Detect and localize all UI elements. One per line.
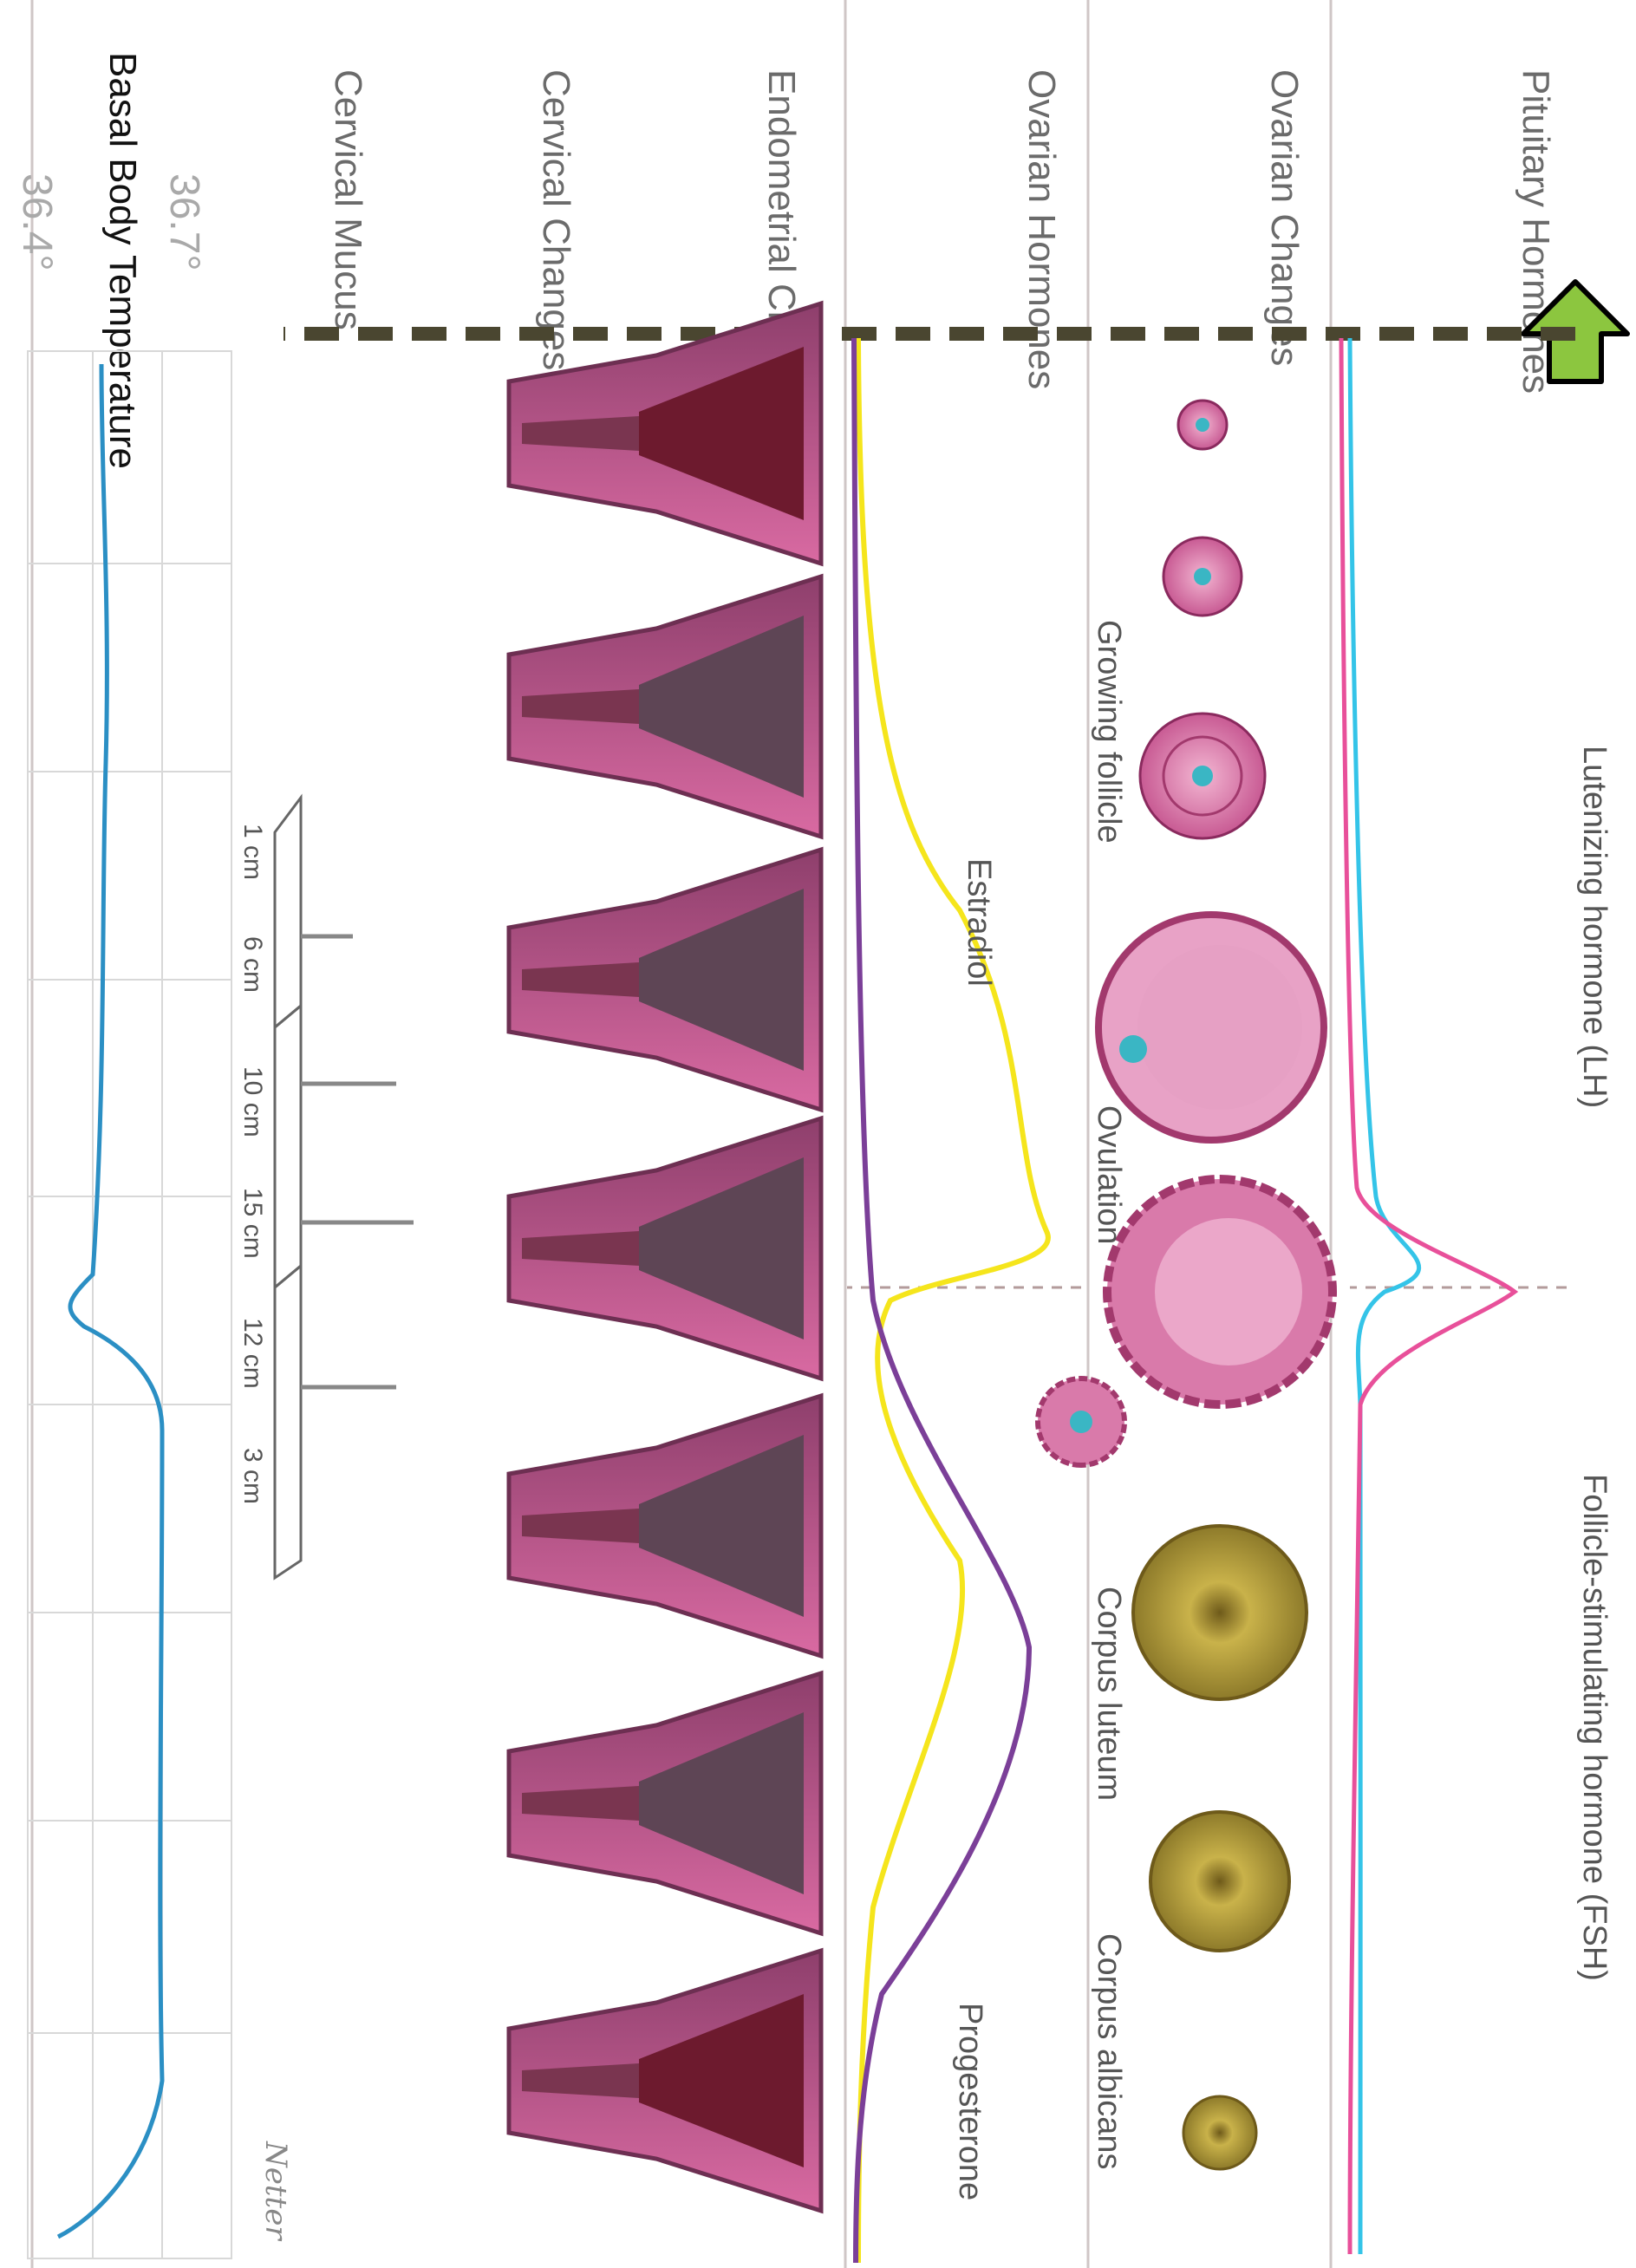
corpus-albicans bbox=[1183, 2096, 1256, 2169]
mucus-stretch-2: 6 cm bbox=[238, 936, 267, 993]
mucus-stretch-6: 3 cm bbox=[238, 1448, 267, 1504]
label-corpus-luteum: Corpus luteum bbox=[1091, 1587, 1127, 1801]
estradiol-label: Estradiol bbox=[961, 858, 997, 987]
mucus-stretch-row bbox=[275, 798, 414, 1578]
label-corpus-albicans: Corpus albicans bbox=[1091, 1933, 1127, 2169]
fsh-curve bbox=[1350, 338, 1419, 2254]
corpus-luteum bbox=[1133, 1526, 1307, 1699]
row-label-cervical-changes: Cervical Changes bbox=[535, 69, 577, 370]
bbt-grid bbox=[28, 351, 231, 2258]
temp-low-label: 36.4° bbox=[14, 173, 60, 271]
uterus-day-3 bbox=[509, 850, 821, 1110]
corpus-luteum-regressing bbox=[1150, 1812, 1289, 1951]
uterus-day-5 bbox=[509, 1396, 821, 1656]
antral-follicle bbox=[1098, 915, 1324, 1140]
row-label-ovarian-hormones: Ovarian Hormones bbox=[1020, 69, 1063, 389]
uterus-row bbox=[509, 303, 821, 2211]
uterus-day-7 bbox=[509, 1951, 821, 2211]
progesterone-label: Progesterone bbox=[952, 2003, 988, 2200]
uterus-day-6 bbox=[509, 1673, 821, 1933]
temp-high-label: 36.7° bbox=[161, 173, 207, 271]
lh-label: Lutenizing hormone (LH) bbox=[1576, 746, 1613, 1108]
progesterone-curve bbox=[854, 338, 1029, 2263]
mucus-stretch-4: 15 cm bbox=[238, 1188, 267, 1259]
fsh-label: Follicle-stimulating hormone (FSH) bbox=[1576, 1474, 1613, 1981]
ovulating-follicle bbox=[1038, 1179, 1333, 1465]
primary-follicle bbox=[1163, 538, 1242, 616]
row-label-bbt: Basal Body Temperature bbox=[101, 52, 144, 469]
bbt-gridlines bbox=[28, 351, 231, 2258]
uterus-day-4 bbox=[509, 1118, 821, 1378]
row-label-cervical-mucus: Cervical Mucus bbox=[327, 69, 369, 330]
mucus-stretch-3: 10 cm bbox=[238, 1066, 267, 1137]
uterus-day-2 bbox=[509, 577, 821, 837]
label-ovulation: Ovulation bbox=[1091, 1105, 1127, 1245]
secondary-follicle bbox=[1140, 714, 1265, 838]
mucus-stretch-5: 12 cm bbox=[238, 1318, 267, 1389]
row-label-ovarian-changes: Ovarian Changes bbox=[1263, 69, 1306, 366]
estradiol-curve bbox=[858, 338, 1048, 2263]
bbt-curve bbox=[58, 364, 162, 2237]
artist-signature: Netter bbox=[258, 2141, 293, 2241]
lh-curve bbox=[1341, 338, 1515, 2254]
mucus-stretch-1: 1 cm bbox=[238, 824, 267, 880]
label-growing-follicle: Growing follicle bbox=[1091, 620, 1127, 844]
primordial-follicle bbox=[1178, 401, 1227, 449]
